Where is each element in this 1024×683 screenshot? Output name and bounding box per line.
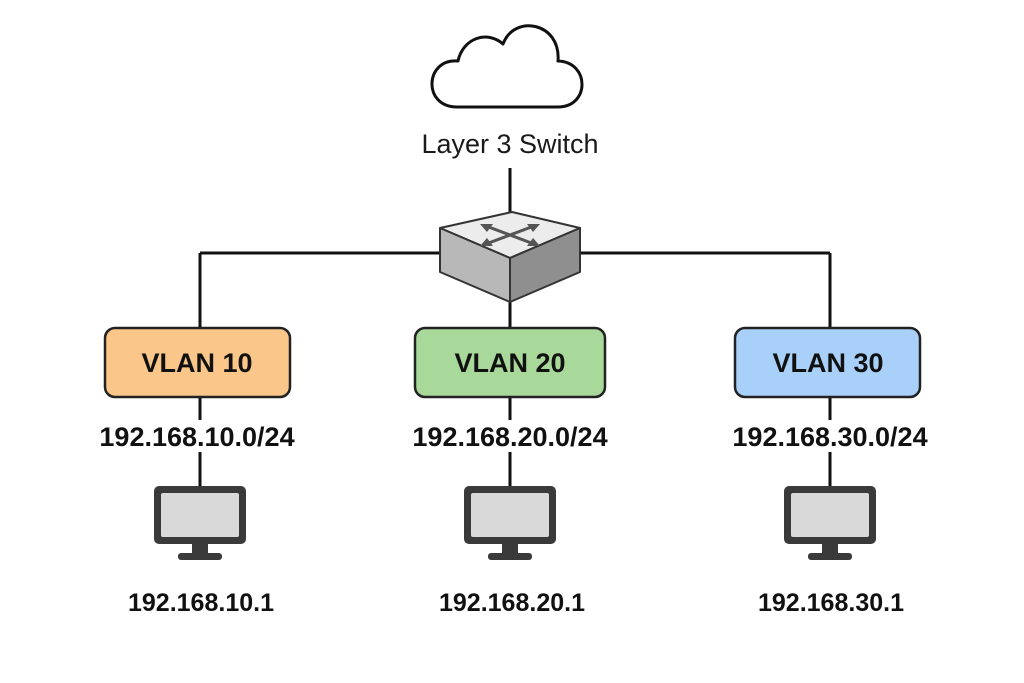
vlan-10-fill xyxy=(103,326,292,399)
vlan-30-box: VLAN 30 xyxy=(733,326,922,399)
vlan-20-box: VLAN 20 xyxy=(413,326,607,399)
vlan-30-fill xyxy=(733,326,922,399)
monitor-30-icon xyxy=(784,486,876,560)
cloud-icon xyxy=(430,24,584,109)
host-10-label: 192.168.10.1 xyxy=(128,589,274,617)
host-20-label: 192.168.20.1 xyxy=(439,589,585,617)
vlan-30-label: VLAN 30 xyxy=(772,348,883,378)
switch-label: Layer 3 Switch xyxy=(421,129,598,159)
host-30-label: 192.168.30.1 xyxy=(758,589,904,617)
subnet-30-block: 192.168.30.0/24 xyxy=(710,420,950,452)
vlan-10-box: VLAN 10 xyxy=(103,326,292,399)
layer3-switch-icon xyxy=(439,211,581,303)
subnet-10-block: 192.168.10.0/24 xyxy=(80,420,320,452)
vlan-20-label: VLAN 20 xyxy=(454,348,565,378)
vlan-10-label: VLAN 10 xyxy=(141,348,252,378)
switch-arrows-icon xyxy=(480,224,540,246)
monitor-10-icon xyxy=(154,486,246,560)
subnet-20-block: 192.168.20.0/24 xyxy=(390,420,630,452)
monitor-20-icon xyxy=(464,486,556,560)
vlan-20-fill xyxy=(413,326,607,399)
subnet-20-label: 192.168.20.0/24 xyxy=(412,422,607,452)
links xyxy=(198,168,832,486)
subnet-10-label: 192.168.10.0/24 xyxy=(99,422,294,452)
subnet-30-label: 192.168.30.0/24 xyxy=(732,422,927,452)
